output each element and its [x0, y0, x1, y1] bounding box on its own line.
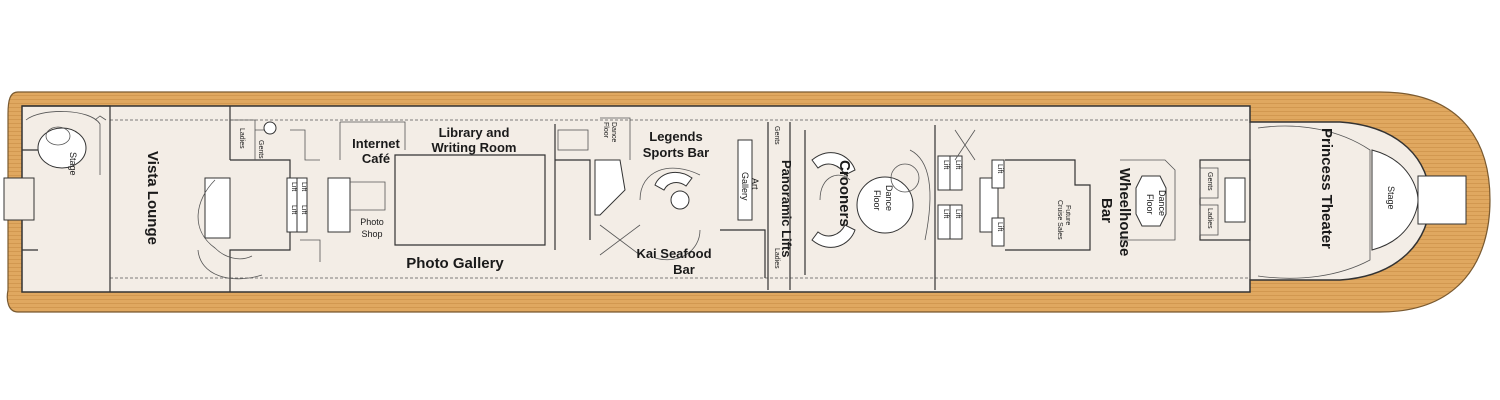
vista-lounge[interactable]: Stage Vista Lounge: [22, 105, 161, 292]
future-cruise-sales[interactable]: Lift Lift Future Cruise Sales: [979, 159, 1091, 251]
lift-mid-1-label: Lift: [942, 160, 949, 169]
crooners-label: Crooners: [836, 160, 853, 227]
kai-label-2: Bar: [673, 262, 695, 277]
wheelhouse-label-2: Bar: [1098, 198, 1115, 223]
kai-seafood-bar[interactable]: Kai Seafood Bar: [636, 229, 766, 278]
kai-label-1: Kai Seafood: [636, 246, 711, 261]
lift-aft-4-label: Lift: [300, 205, 307, 214]
dance-floor-1-label-b: Floor: [602, 122, 609, 139]
lift-mid-4-label: Lift: [954, 209, 961, 218]
forward-service-block: Gents Ladies: [1199, 159, 1251, 241]
stage-aft: Stage: [37, 126, 87, 176]
art-gallery[interactable]: Art Gallery: [737, 139, 760, 221]
lift-mid-2-label: Lift: [954, 160, 961, 169]
gents-mid-label: Gents: [773, 126, 780, 145]
library-writing-room[interactable]: Library and Writing Room: [394, 125, 546, 246]
art-gallery-wall: [737, 139, 753, 221]
midship-service: Gents Ladies: [767, 122, 791, 290]
panoramic-lifts-label: Panoramic Lifts: [779, 160, 794, 258]
interior-deck: [21, 105, 1431, 293]
ladies-fwd-label: Ladies: [1206, 208, 1213, 229]
dance-floor-3: Dance Floor: [1135, 175, 1167, 227]
internet-cafe-label-1: Internet: [352, 136, 400, 151]
art-gallery-label-2: Gallery: [740, 172, 750, 201]
lift-aft-2-label: Lift: [300, 182, 307, 191]
photo-shop[interactable]: Photo Shop: [327, 177, 386, 239]
legends-label-2: Sports Bar: [643, 145, 709, 160]
photo-shop-label-2: Shop: [361, 229, 382, 239]
princess-theater-label: Princess Theater: [1318, 128, 1335, 249]
photo-gallery[interactable]: Photo Gallery: [406, 255, 504, 272]
art-gallery-label-1: Art: [750, 178, 760, 190]
stage-fwd: Stage: [1371, 149, 1467, 251]
crooners[interactable]: Crooners Dance Floor: [804, 125, 936, 290]
lift-mid-3-label: Lift: [942, 209, 949, 218]
photo-shop-counter: [327, 177, 351, 233]
vista-lounge-label: Vista Lounge: [144, 151, 161, 245]
lift-fwd-1-label: Lift: [996, 164, 1003, 173]
lift-fwd-2-label: Lift: [996, 222, 1003, 231]
dance-floor-1-label-a: Dance: [610, 122, 617, 142]
wheelhouse-label-1: Wheelhouse: [1116, 168, 1133, 256]
central-staircase: [599, 167, 701, 260]
lift-aft-1-label: Lift: [290, 182, 297, 191]
dance-floor-3-label-a: Dance: [1157, 190, 1167, 216]
dance-floor-2-label-b: Floor: [872, 190, 882, 211]
internet-cafe-label-2: Café: [362, 151, 390, 166]
stage-fwd-label: Stage: [1386, 186, 1396, 210]
midship-lifts: Lift Lift Lift Lift: [937, 129, 976, 240]
ladies-aft-label: Ladies: [238, 128, 245, 149]
dance-floor-2-label-a: Dance: [884, 185, 894, 211]
legends-label-1: Legends: [649, 129, 702, 144]
stage-aft-label: Stage: [68, 152, 78, 176]
aft-platform: [3, 177, 35, 221]
dance-floor-2: Dance Floor: [856, 176, 914, 234]
lift-aft-3-label: Lift: [290, 205, 297, 214]
future-cruise-label-2: Cruise Sales: [1056, 200, 1063, 240]
lift-aft-2: [296, 177, 308, 233]
wheelhouse-bar[interactable]: Wheelhouse Bar Dance Floor: [1098, 159, 1176, 256]
future-cruise-label-1: Future: [1064, 205, 1071, 225]
dance-floor-3-label-b: Floor: [1145, 194, 1155, 215]
photo-gallery-label: Photo Gallery: [406, 255, 504, 272]
photo-shop-label-1: Photo: [360, 217, 384, 227]
gents-aft-label: Gents: [257, 140, 264, 159]
spiral-stair-aft: [263, 121, 277, 135]
princess-theater[interactable]: Princess Theater Stage: [1249, 122, 1467, 280]
ladies-mid-label: Ladies: [773, 248, 780, 269]
aft-service-block: Ladies Gents Lift Lift Lift Lift: [197, 106, 321, 292]
panoramic-lifts[interactable]: Panoramic Lifts: [779, 160, 794, 258]
gents-fwd-label: Gents: [1206, 172, 1213, 191]
library-label-2: Writing Room: [432, 140, 517, 155]
legends-sports-bar[interactable]: Dance Floor Legends Sports Bar: [554, 117, 709, 250]
library-label-1: Library and: [439, 125, 510, 140]
internet-cafe[interactable]: Internet Café: [339, 121, 406, 166]
